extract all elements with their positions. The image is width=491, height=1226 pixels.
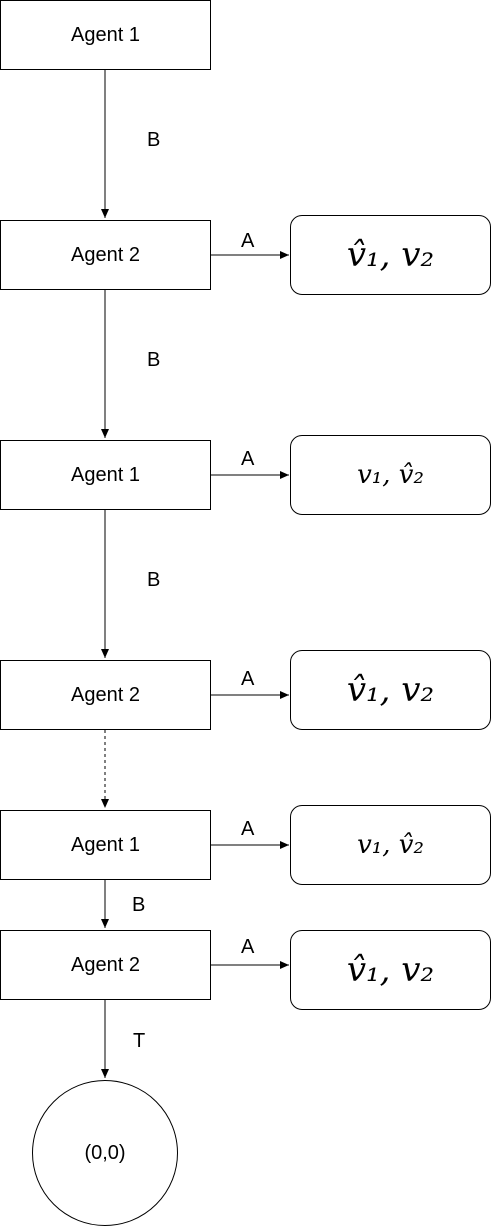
edge-label-a-1: A: [241, 230, 255, 252]
outcome-box-2: v̂₁, v₂: [290, 215, 491, 295]
terminal-node: (0,0): [32, 1080, 178, 1226]
edge-label-a-2: A: [241, 448, 255, 470]
agent-node-4: Agent 2: [0, 660, 211, 730]
edge-label-b-2: B: [147, 349, 161, 371]
agent-node-3: Agent 1: [0, 440, 211, 510]
agent-node-5: Agent 1: [0, 810, 211, 880]
edge-label-b-4: B: [132, 894, 146, 916]
outcome-box-5: v₁, v̂₂: [290, 805, 491, 885]
outcome-box-3: v₁, v̂₂: [290, 435, 491, 515]
edge-label-a-5: A: [241, 936, 255, 958]
agent-node-2: Agent 2: [0, 220, 211, 290]
outcome-box-6: v̂₁, v₂: [290, 930, 491, 1010]
edge-label-a-4: A: [241, 818, 255, 840]
edge-label-b-3: B: [147, 569, 161, 591]
edge-label-t: T: [133, 1030, 146, 1052]
edge-label-a-3: A: [241, 668, 255, 690]
edge-label-b-1: B: [147, 129, 161, 151]
agent-node-6: Agent 2: [0, 930, 211, 1000]
outcome-box-4: v̂₁, v₂: [290, 650, 491, 730]
agent-node-1: Agent 1: [0, 0, 211, 70]
